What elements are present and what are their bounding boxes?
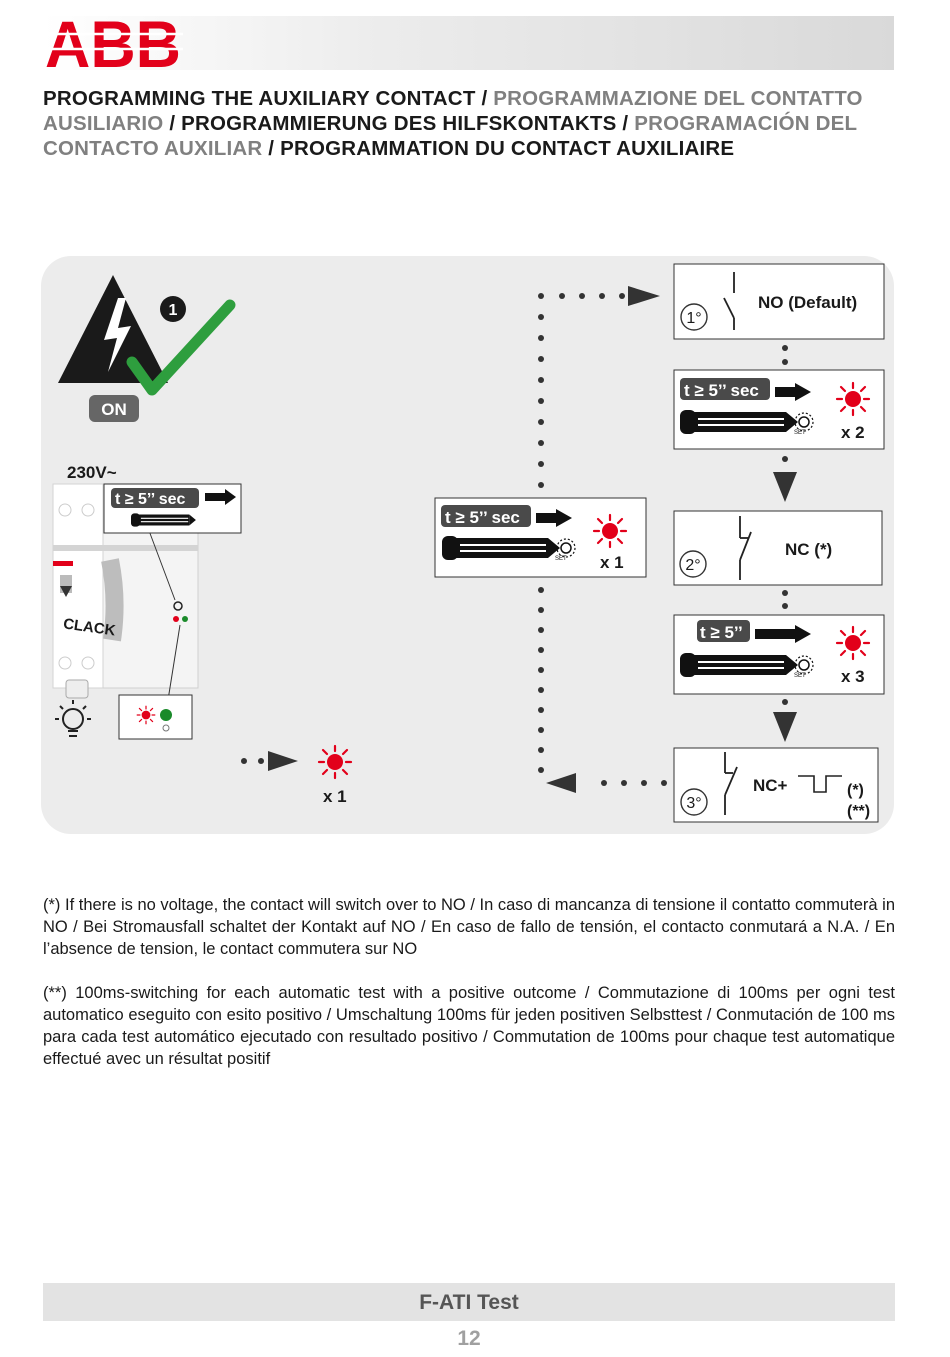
page-title: PROGRAMMING THE AUXILIARY CONTACT / PROG… — [43, 86, 898, 161]
device-press-label: t ≥ 5’’ sec — [115, 491, 186, 508]
center-set-label: SET — [555, 556, 567, 562]
page-number: 12 — [457, 1327, 481, 1350]
press-box-2-led-icon — [835, 625, 871, 661]
title-sep: / — [163, 112, 182, 135]
flow-dots-return — [538, 587, 667, 793]
state-2-label: NC (*) — [785, 540, 832, 559]
state-2-box — [673, 510, 883, 586]
checkmark-icon — [126, 299, 236, 396]
title-fr: PROGRAMMATION DU CONTACT AUXILIAIRE — [280, 137, 735, 160]
title-sep: / — [475, 87, 494, 110]
title-en: PROGRAMMING THE AUXILIARY CONTACT — [43, 87, 476, 110]
logo-text: ABB — [45, 12, 181, 70]
footnote-2: (**) 100ms-switching for each automatic … — [43, 984, 895, 1068]
led-detail-box — [118, 694, 193, 740]
title-de: PROGRAMMIERUNG DES HILFSKONTAKTS — [181, 112, 617, 135]
state-2-number: 2° — [685, 557, 700, 574]
state-3-note-2: (**) — [847, 803, 870, 820]
result-arrow — [241, 751, 298, 771]
flow-dots-right — [773, 345, 797, 742]
press-box-2-count: x 3 — [841, 667, 865, 686]
light-bulb-icon — [55, 700, 91, 737]
title-it: PROGRAMMAZIONE DEL CONTATTO AUSILIARIO — [43, 87, 863, 135]
center-led-icon — [592, 513, 628, 549]
result-led-icon — [317, 744, 353, 780]
title-sep: / — [262, 137, 281, 160]
state-1-number: 1° — [686, 310, 701, 327]
footer-title: F-ATI Test — [419, 1291, 519, 1314]
voltage-label: 230V~ — [67, 463, 117, 482]
press-box-1-count: x 2 — [841, 423, 865, 442]
lightning-bolt-icon — [104, 298, 131, 372]
abb-logo: ABB — [43, 12, 183, 70]
state-1-box — [673, 263, 885, 340]
header-bar — [43, 16, 894, 70]
state-1-label: NO (Default) — [758, 293, 857, 312]
title-es: PROGRAMACIÓN DEL CONTACTO AUXILIAR — [43, 112, 857, 160]
state-3-number: 3° — [686, 795, 701, 812]
flow-dots-up — [538, 286, 660, 488]
normally-closed-contact-icon — [739, 516, 752, 580]
press-box-1-led-icon — [835, 381, 871, 417]
footnotes: (*) If there is no voltage, the contact … — [43, 894, 895, 1092]
on-badge — [89, 395, 139, 422]
title-sep: / — [616, 112, 635, 135]
step-badge-number: 1 — [169, 302, 178, 319]
normally-open-contact-icon — [723, 272, 735, 330]
press-box-2-set: SET — [794, 673, 806, 679]
footnote-1: (*) If there is no voltage, the contact … — [43, 896, 895, 958]
pulse-waveform-icon — [798, 775, 842, 793]
on-label: ON — [101, 400, 127, 419]
press-box-1-label: t ≥ 5’’ sec — [684, 381, 759, 400]
state-3-box — [673, 747, 879, 823]
nc-plus-contact-icon — [724, 752, 738, 815]
state-3-note-1: (*) — [847, 782, 864, 799]
state-3-label: NC+ — [753, 776, 788, 795]
footer-bar — [43, 1283, 895, 1321]
step-badge — [160, 296, 186, 322]
result-count: x 1 — [323, 787, 347, 806]
center-press-label: t ≥ 5’’ sec — [445, 508, 520, 527]
press-box-2-label: t ≥ 5’’ — [700, 623, 743, 642]
center-count: x 1 — [600, 553, 624, 572]
press-box-1-set: SET — [794, 430, 806, 436]
